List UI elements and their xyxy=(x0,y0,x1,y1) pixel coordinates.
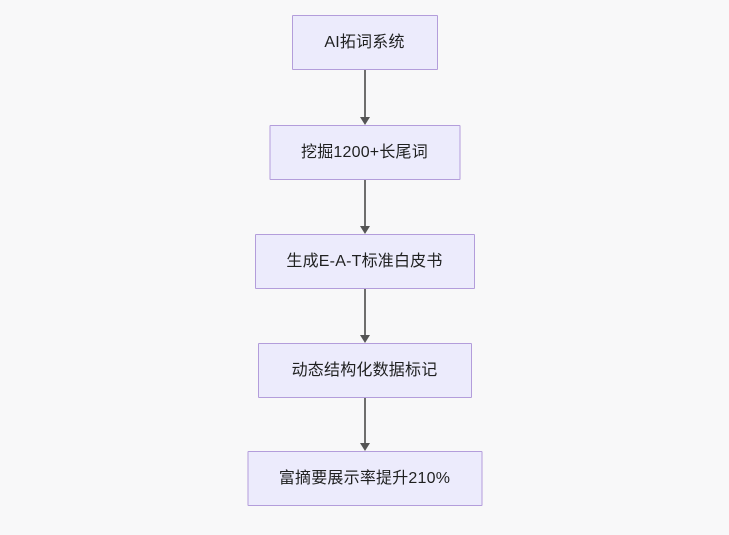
flow-node-label: 生成E-A-T标准白皮书 xyxy=(286,252,443,270)
flow-node-n1[interactable]: AI拓词系统 xyxy=(291,15,438,70)
edge-line xyxy=(363,398,366,443)
flow-edge-e3 xyxy=(359,289,371,343)
flow-node-label: AI拓词系统 xyxy=(324,33,405,51)
edge-line xyxy=(363,180,366,226)
flow-node-n5[interactable]: 富摘要展示率提升210% xyxy=(247,451,482,506)
arrowhead-down-icon xyxy=(359,335,370,343)
flow-node-n4[interactable]: 动态结构化数据标记 xyxy=(257,343,472,398)
flow-node-n2[interactable]: 挖掘1200+长尾词 xyxy=(269,125,460,180)
flow-edge-e4 xyxy=(359,398,371,451)
flow-node-label: 富摘要展示率提升210% xyxy=(278,469,451,487)
arrowhead-down-icon xyxy=(359,117,370,125)
flow-edge-e2 xyxy=(359,180,371,234)
arrowhead-down-icon xyxy=(359,226,370,234)
flow-node-label: 挖掘1200+长尾词 xyxy=(301,143,428,161)
flow-node-n3[interactable]: 生成E-A-T标准白皮书 xyxy=(254,234,475,289)
edge-line xyxy=(363,289,366,335)
edge-line xyxy=(363,70,366,117)
arrowhead-down-icon xyxy=(359,443,370,451)
flow-edge-e1 xyxy=(359,70,371,125)
flow-node-label: 动态结构化数据标记 xyxy=(291,361,438,379)
